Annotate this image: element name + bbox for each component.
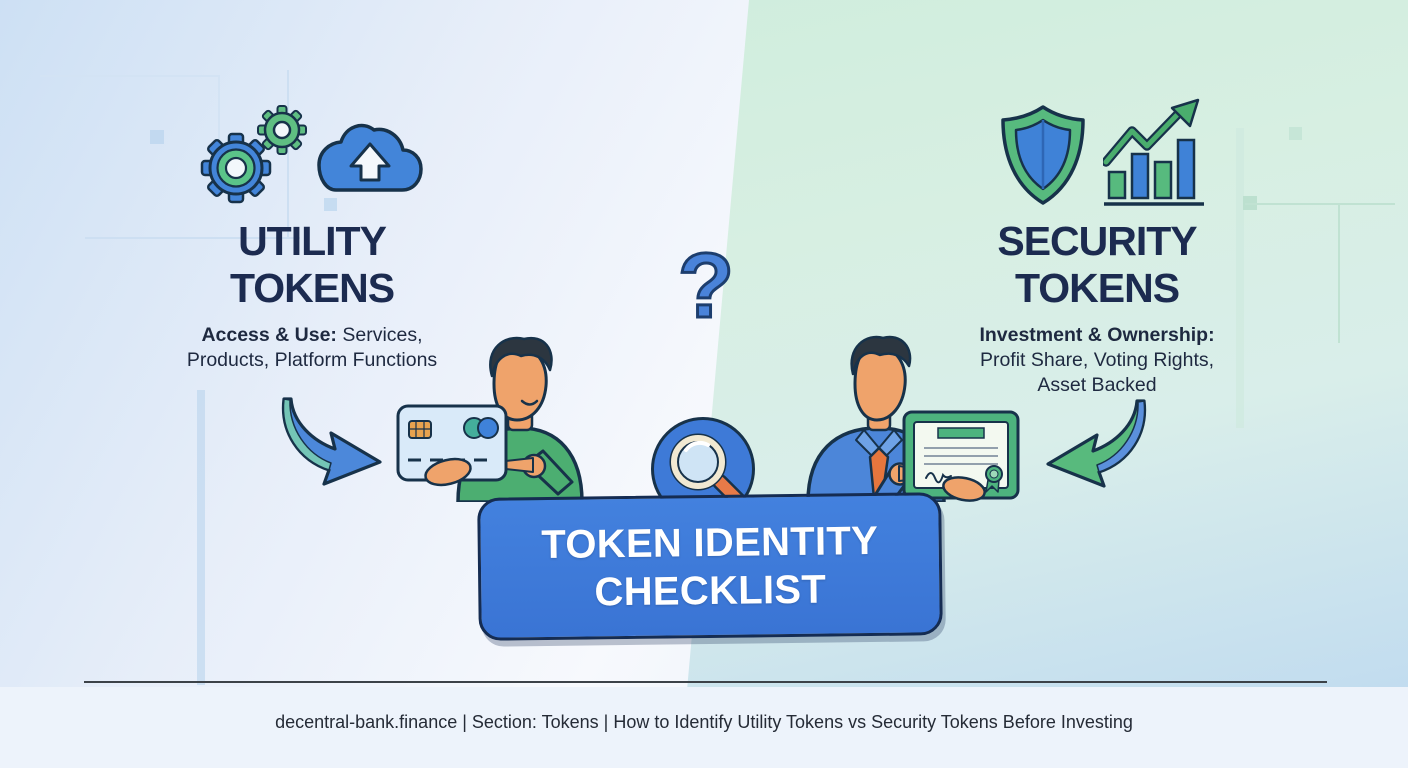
certificate-illustration xyxy=(902,410,1020,500)
security-tokens-subtitle: Investment & Ownership: Profit Share, Vo… xyxy=(932,323,1262,398)
gears-icon xyxy=(200,105,307,204)
security-subtitle-line3: Asset Backed xyxy=(1037,374,1157,396)
utility-tokens-subtitle: Access & Use: Services, Products, Platfo… xyxy=(162,323,462,373)
utility-subtitle-line2: Products, Platform Functions xyxy=(186,349,438,371)
utility-tokens-title: UTILITY TOKENS xyxy=(162,218,462,312)
utility-title-line1: UTILITY xyxy=(238,218,387,264)
security-subtitle-bold: Investment & Ownership: xyxy=(979,324,1215,346)
growth-chart-icon xyxy=(1103,98,1204,206)
utility-subtitle-bold: Access & Use: xyxy=(201,324,337,346)
banner-line1: TOKEN IDENTITY xyxy=(541,518,879,567)
footer-caption: decentral-bank.finance | Section: Tokens… xyxy=(275,712,1133,732)
holding-hand-right xyxy=(942,476,986,502)
utility-title-line2: TOKENS xyxy=(229,265,395,311)
token-identity-banner: TOKEN IDENTITY CHECKLIST xyxy=(477,492,943,641)
cloud-upload-icon xyxy=(317,123,423,192)
shield-icon xyxy=(1001,105,1085,205)
security-title-line2: TOKENS xyxy=(1014,265,1180,311)
question-mark: ? xyxy=(676,234,735,339)
green-curved-arrow xyxy=(1046,399,1147,488)
banner-line2: CHECKLIST xyxy=(594,567,827,614)
footer-divider-line xyxy=(84,681,1327,683)
security-tokens-title: SECURITY TOKENS xyxy=(947,218,1247,312)
security-subtitle-line2: Profit Share, Voting Rights, xyxy=(979,349,1215,371)
footer-strip xyxy=(0,687,1408,768)
holding-hand-left xyxy=(424,457,472,487)
blue-curved-arrow xyxy=(281,397,382,486)
utility-subtitle-rest: Services, xyxy=(336,324,423,346)
security-title-line1: SECURITY xyxy=(997,218,1197,264)
